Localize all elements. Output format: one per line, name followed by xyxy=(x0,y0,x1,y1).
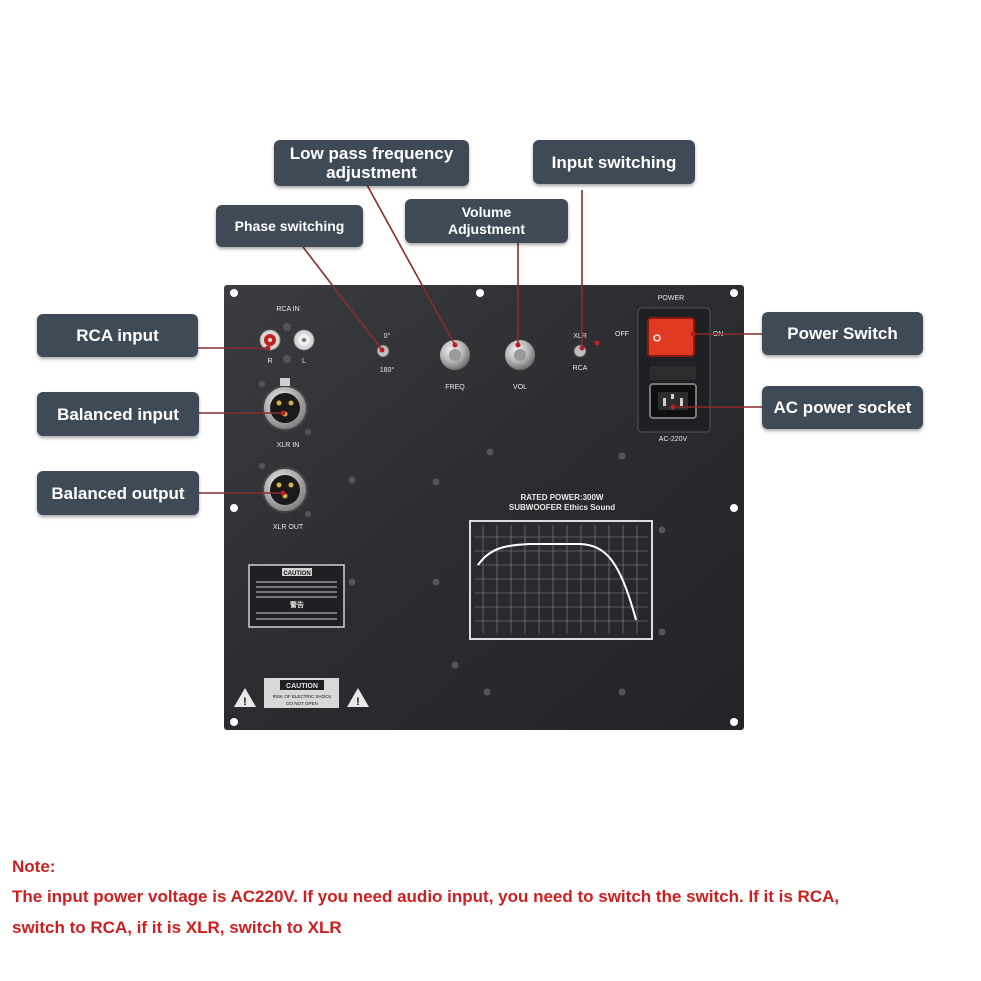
callout-ac-socket: AC power socket xyxy=(762,386,923,429)
note-line1: The input power voltage is AC220V. If yo… xyxy=(12,887,840,906)
callout-input-switching: Input switching xyxy=(533,140,695,184)
power-rocker-switch xyxy=(647,317,695,357)
rca-r-label: R xyxy=(267,358,272,365)
rca-select-label: RCA xyxy=(573,365,588,372)
warning-title: CAUTION xyxy=(283,571,310,577)
power-label: POWER xyxy=(658,295,684,302)
callout-rca-input: RCA input xyxy=(37,314,198,357)
caution-line1: RISK OF ELECTRIC SHOCK xyxy=(273,694,332,699)
off-label: OFF xyxy=(615,331,629,338)
shock-warning-triangle-left xyxy=(234,688,256,707)
callout-low-pass: Low pass frequency adjustment xyxy=(274,140,469,186)
freq-label: FREQ xyxy=(445,384,465,391)
xlr-in-label: XLR IN xyxy=(277,442,300,449)
response-curve xyxy=(477,543,637,621)
ac-220v-label: AC-220V xyxy=(659,436,688,443)
xlr-select-label: XLR xyxy=(573,333,587,340)
note-title: Note: xyxy=(12,857,56,876)
caution-line2: DO NOT OPEN xyxy=(286,701,317,706)
vol-label: VOL xyxy=(513,384,527,391)
subwoofer-text: SUBWOOFER Ethics Sound xyxy=(509,503,615,512)
phase-180-label: 180° xyxy=(380,366,395,374)
callout-phase-switching: Phase switching xyxy=(216,205,363,247)
leader-lines xyxy=(198,184,762,494)
rated-power-text: RATED POWER:300W xyxy=(521,493,604,502)
frequency-response-graph xyxy=(469,520,653,640)
warning-cn-title: 警告 xyxy=(290,600,304,609)
phase-0-label: 0° xyxy=(384,332,391,340)
callout-balanced-input: Balanced input xyxy=(37,392,199,436)
panel-plate xyxy=(224,285,744,730)
callout-volume: Volume Adjustment xyxy=(405,199,568,243)
callout-power-switch: Power Switch xyxy=(762,312,923,355)
shock-warning-triangle-right xyxy=(347,688,369,707)
svg-text:!: ! xyxy=(243,696,247,708)
xlr-out-label: XLR OUT xyxy=(273,524,304,531)
caution-title: CAUTION xyxy=(286,683,318,690)
callout-balanced-output: Balanced output xyxy=(37,471,199,515)
rca-in-label: RCA IN xyxy=(276,306,299,313)
svg-text:!: ! xyxy=(356,696,360,708)
rca-l-label: L xyxy=(302,358,306,365)
note-line2: switch to RCA, if it is XLR, switch to X… xyxy=(12,918,342,937)
